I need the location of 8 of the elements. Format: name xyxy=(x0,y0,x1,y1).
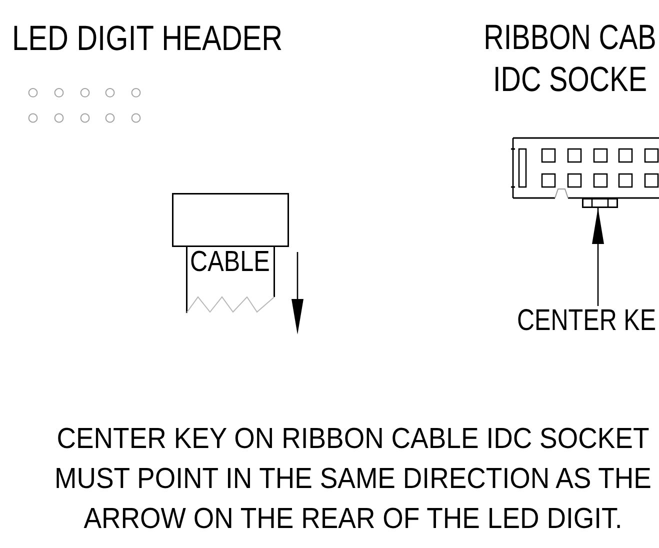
note-text: CENTER KEY ON RIBBON CABLE IDC SOCKET MUST POINT IN THE SAME DIRECTION AS THE ARROW ON THE REAR OF THE LED DIGIT. xyxy=(53,422,652,537)
leader-arrow xyxy=(592,208,604,306)
cable-label: CABLE xyxy=(190,248,270,278)
cable-plug-drawing xyxy=(172,193,289,313)
callout-label: CENTER KE xyxy=(517,306,656,336)
heading: LED DIGIT HEADER xyxy=(12,20,283,56)
center-key xyxy=(582,198,618,208)
heading: RIBBON CAB IDC SOCKE xyxy=(482,17,658,101)
